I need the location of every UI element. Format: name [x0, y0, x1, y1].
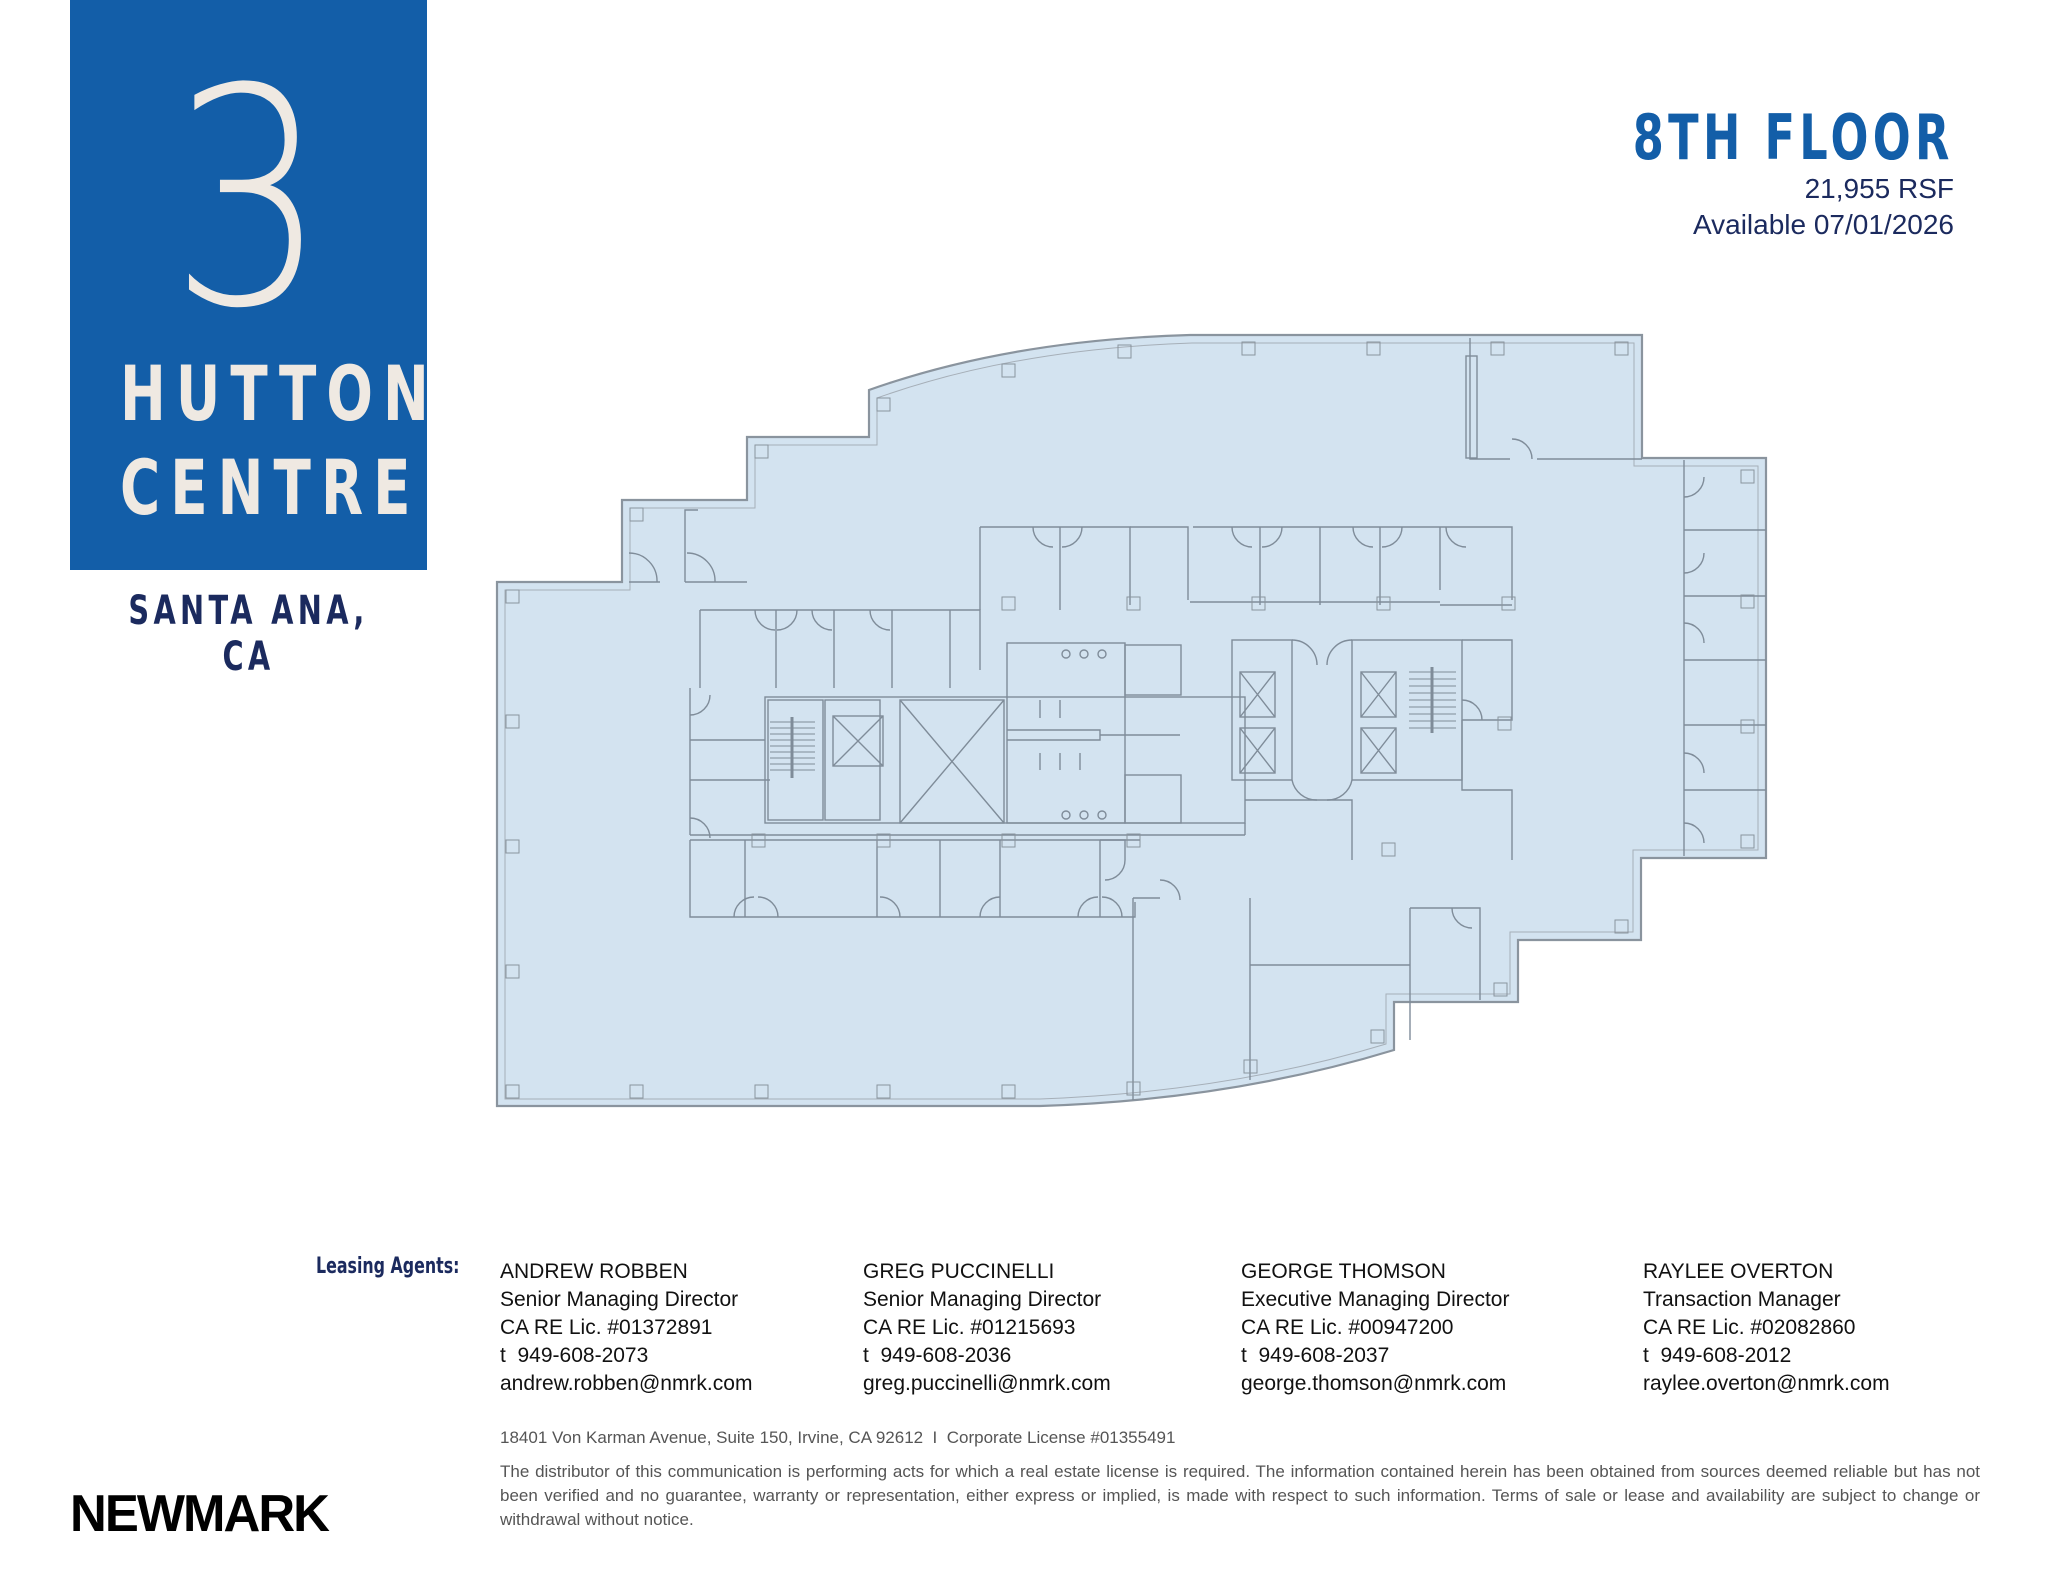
agent-license: CA RE Lic. #01372891: [500, 1316, 713, 1339]
floor-title: 8TH FLOOR: [1633, 101, 1954, 174]
office-address: 18401 Von Karman Avenue, Suite 150, Irvi…: [500, 1428, 1176, 1447]
leasing-agents-label: Leasing Agents:: [316, 1254, 460, 1279]
agent-name: RAYLEE OVERTON: [1643, 1260, 1834, 1283]
agent-email[interactable]: andrew.robben@nmrk.com: [500, 1372, 753, 1395]
agent-name: ANDREW ROBBEN: [500, 1260, 688, 1283]
agent-license: CA RE Lic. #00947200: [1241, 1316, 1454, 1339]
floor-availability: Available 07/01/2026: [1692, 209, 1954, 240]
agent-email[interactable]: george.thomson@nmrk.com: [1241, 1372, 1507, 1395]
floor-rsf: 21,955 RSF: [1804, 173, 1954, 204]
agent-card: RAYLEE OVERTON Transaction Manager CA RE…: [1643, 1258, 1890, 1398]
agent-email[interactable]: raylee.overton@nmrk.com: [1643, 1372, 1890, 1395]
logo-line-centre: CENTRE: [119, 443, 421, 532]
agent-name: GREG PUCCINELLI: [863, 1260, 1055, 1283]
building-location: SANTA ANA, CA: [128, 588, 369, 680]
agent-card: GEORGE THOMSON Executive Managing Direct…: [1241, 1258, 1509, 1398]
agent-phone[interactable]: t 949-608-2012: [1643, 1344, 1792, 1367]
agent-card: GREG PUCCINELLI Senior Managing Director…: [863, 1258, 1111, 1398]
agent-license: CA RE Lic. #01215693: [863, 1316, 1076, 1339]
column-markers: [505, 341, 1755, 1099]
agent-email[interactable]: greg.puccinelli@nmrk.com: [863, 1372, 1111, 1395]
logo-number: 3: [170, 25, 327, 374]
agent-title: Executive Managing Director: [1241, 1288, 1510, 1311]
agent-phone[interactable]: t 949-608-2073: [500, 1344, 649, 1367]
newmark-logo: NEWMARK: [70, 1485, 330, 1543]
agent-phone[interactable]: t 949-608-2037: [1241, 1344, 1390, 1367]
floor-info: 8TH FLOOR 21,955 RSF Available 07/01/202…: [1508, 105, 1954, 243]
floor-outline: [495, 333, 1768, 1108]
legal-disclaimer: The distributor of this communication is…: [500, 1462, 1980, 1529]
building-logo: 3 HUTTON CENTRE: [70, 0, 429, 570]
agent-card: ANDREW ROBBEN Senior Managing Director C…: [500, 1258, 752, 1398]
agent-title: Transaction Manager: [1643, 1288, 1841, 1311]
agent-title: Senior Managing Director: [863, 1288, 1102, 1311]
agent-name: GEORGE THOMSON: [1241, 1260, 1446, 1283]
agent-phone[interactable]: t 949-608-2036: [863, 1344, 1012, 1367]
agent-license: CA RE Lic. #02082860: [1643, 1316, 1856, 1339]
agent-title: Senior Managing Director: [500, 1288, 739, 1311]
